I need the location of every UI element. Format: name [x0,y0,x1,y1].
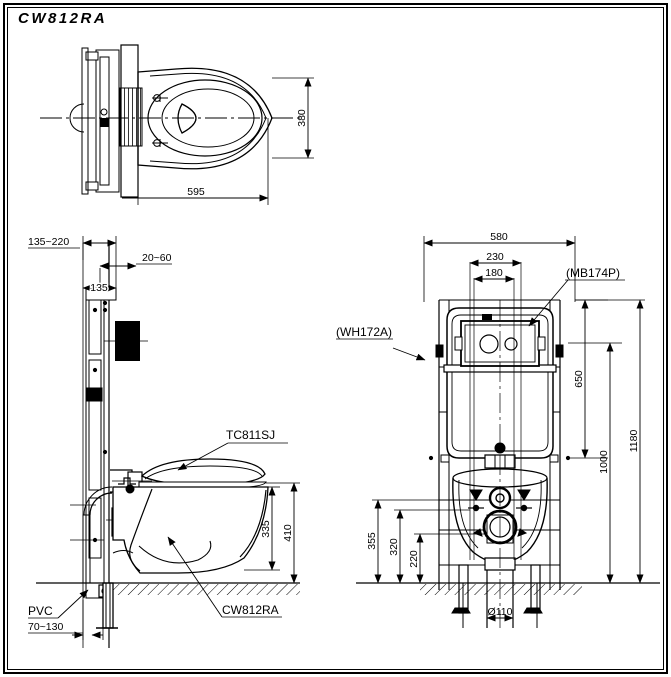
side-dimension-20-60: 20~60 [99,252,172,290]
label-cw812ra: CW812RA [167,536,282,618]
dim-label-650: 650 [573,370,585,388]
top-view-bowl [137,67,273,170]
top-view-frame [69,44,143,198]
front-dimension-dia110: Ø110 [486,606,514,622]
dim-label-135: 135 [90,282,108,294]
side-elevation-view: 135~220 20~60 135 335 [28,236,300,648]
dim-label-20-60: 20~60 [142,252,172,264]
dim-label-220: 220 [408,550,420,568]
label-text-pvc: PVC [28,604,53,618]
dim-label-380: 380 [296,109,308,127]
front-elevation-view: 580 230 180 650 [336,231,660,628]
side-bowl-profile [112,458,269,574]
label-pvc: PVC [28,589,89,619]
top-view-dimension-380: 380 [272,77,314,159]
dim-label-180: 180 [485,267,503,279]
flush-button-small [504,337,518,351]
front-dimension-1180: 1180 [575,299,645,584]
sheet-border-inner [7,7,664,670]
dim-label-1000: 1000 [598,450,610,474]
dim-label-70-130: 70~130 [28,621,63,633]
front-dimension-580: 580 [423,231,576,302]
side-floor-hatch [113,584,300,595]
side-dimension-335: 335 [244,486,280,571]
sheet-border-outer [3,3,668,674]
page-title: CW812RA [18,10,108,27]
top-view-hinges [152,94,168,147]
label-mb174p: (MB174P) [528,266,625,327]
label-wh172a: (WH172A) [336,325,426,361]
front-dimension-220: 220 [408,533,487,584]
front-dimension-320: 320 [388,509,470,584]
dim-label-410: 410 [282,524,294,542]
dim-label-335: 335 [260,520,272,538]
label-tc811sj: TC811SJ [177,428,288,471]
top-view: 595 380 [40,44,314,205]
label-text-wh172a: (WH172A) [336,325,392,339]
front-dimension-1000: 1000 [568,342,622,584]
side-dimension-135: 135 [82,281,117,296]
dim-label-580: 580 [490,231,508,243]
side-dimension-410: 410 [266,482,300,584]
front-dimension-650: 650 [568,299,608,459]
side-dimension-135-220: 135~220 [28,236,117,260]
dim-label-135-220: 135~220 [28,236,69,248]
side-dimension-70-130: 70~130 [28,600,104,640]
dim-label-595: 595 [187,186,205,198]
front-floor-hatch [420,584,582,595]
dim-label-355: 355 [366,532,378,550]
dim-label-dia110: Ø110 [488,606,513,618]
flush-button-large [479,334,499,354]
top-view-dimension-595: 595 [122,118,269,205]
label-text-tc811sj: TC811SJ [226,428,275,442]
front-dimension-355: 355 [366,499,455,584]
front-dimension-180: 180 [473,267,515,560]
dim-label-320: 320 [388,538,400,556]
dim-label-1180: 1180 [628,430,640,453]
label-text-cw812ra: CW812RA [222,603,279,617]
label-text-mb174p: (MB174P) [566,266,620,280]
dim-label-230: 230 [486,251,504,263]
